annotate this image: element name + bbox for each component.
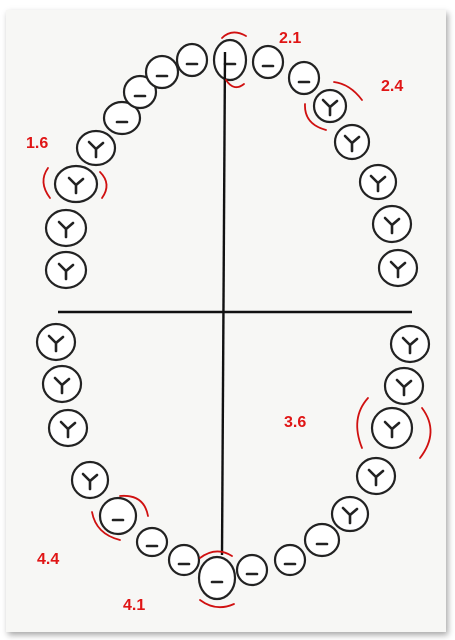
tooth [357,458,395,494]
tooth [237,555,267,585]
tooth [391,326,429,362]
vertical-midline [222,52,225,555]
tooth [146,56,178,88]
tooth [360,165,396,199]
label-tooth-4-1: 4.1 [123,597,145,615]
tooth-outline [305,524,339,556]
tooth [46,210,86,246]
tooth [289,62,319,94]
tooth [305,524,339,556]
tooth-outline [214,40,246,80]
tooth [332,497,368,531]
label-tooth-2-4: 2.4 [381,78,403,96]
tooth-outline [146,56,178,88]
bracket-2-1-bottom [226,80,244,87]
tooth [253,46,283,78]
tooth [275,545,305,575]
tooth [372,408,412,448]
label-tooth-4-4: 4.4 [37,551,59,569]
tooth-outline [275,545,305,575]
tooth-outline [177,44,207,76]
tooth [314,90,346,122]
tooth-outline [100,498,136,534]
tooth [137,528,167,556]
tooth [77,131,115,165]
bracket-3-6-right [420,408,431,458]
tooth [55,166,97,202]
label-tooth-2-1: 2.1 [279,30,301,48]
tooth-outline [169,545,199,575]
tooth [373,206,411,242]
tooth [46,252,86,288]
bracket-2-1-top [222,32,246,38]
label-tooth-1-6: 1.6 [26,135,48,153]
tooth [385,368,423,404]
tooth [335,125,369,159]
bracket-3-6-left [357,398,368,448]
tooth [214,40,246,80]
tooth-outline [137,528,167,556]
tooth [49,410,87,446]
teeth-group [37,40,429,599]
bracket-1-6-right [100,172,107,198]
tooth-outline [289,62,319,94]
tooth [37,324,75,360]
label-tooth-3-6: 3.6 [284,414,306,432]
tooth [169,545,199,575]
tooth [177,44,207,76]
tooth-outline [237,555,267,585]
tooth [100,498,136,534]
tooth [379,250,417,286]
bracket-4-1-bottom [200,600,234,607]
tooth-outline [253,46,283,78]
bracket-1-6-left [43,168,50,198]
tooth [43,366,81,402]
tooth [72,462,108,498]
tooth-outline [199,557,235,599]
tooth [199,557,235,599]
